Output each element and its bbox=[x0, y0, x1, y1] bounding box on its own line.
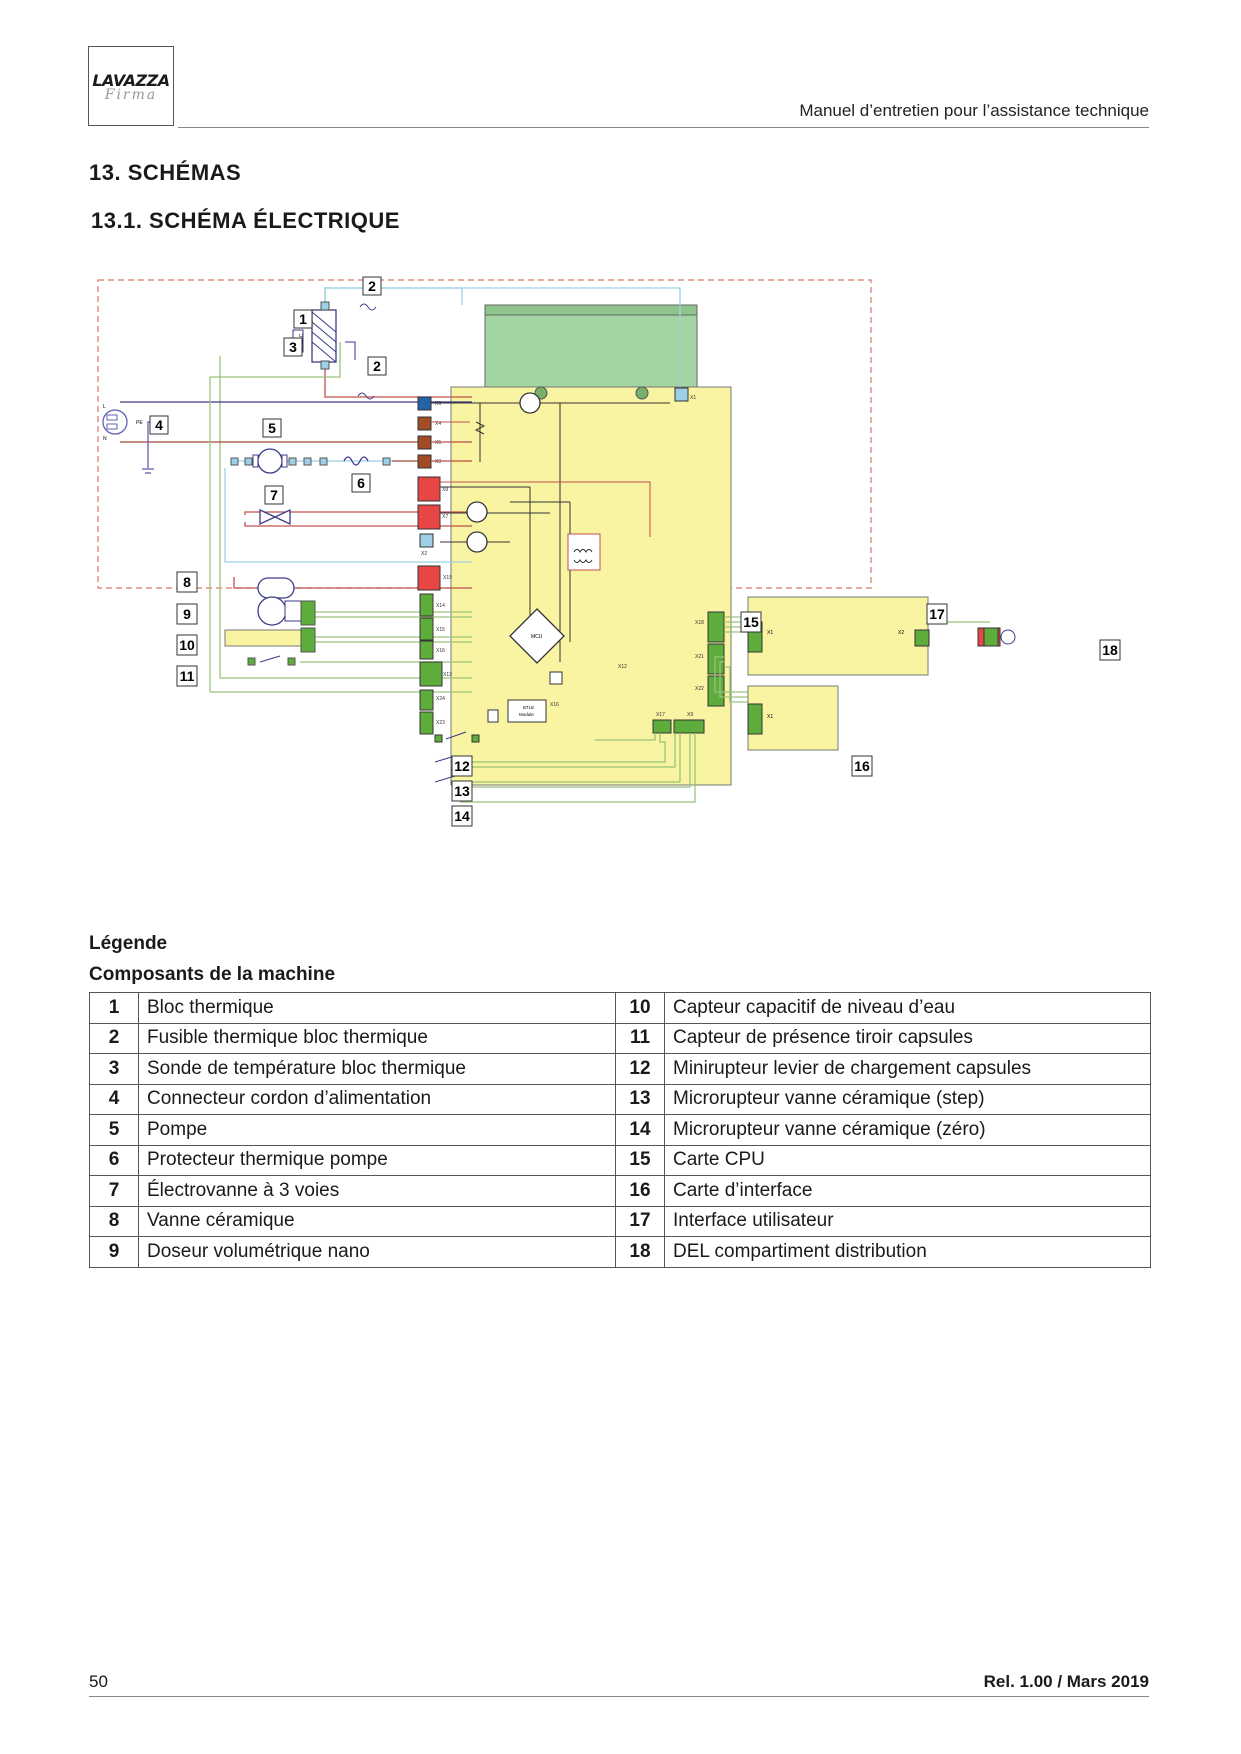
callout-6: 6 bbox=[357, 475, 365, 491]
header-divider bbox=[178, 127, 1149, 128]
svg-text:X21: X21 bbox=[695, 654, 704, 660]
legend-table: 1 Bloc thermique 10 Capteur capacitif de… bbox=[89, 992, 1151, 1268]
svg-text:X1: X1 bbox=[767, 714, 773, 720]
logo-brand: LAVAZZA bbox=[92, 71, 170, 90]
power-supply-block bbox=[484, 304, 698, 388]
svg-text:X7: X7 bbox=[442, 514, 448, 520]
table-row: 8 Vanne céramique 17 Interface utilisate… bbox=[89, 1205, 1151, 1237]
svg-text:X4: X4 bbox=[435, 421, 441, 427]
svg-text:X18: X18 bbox=[695, 620, 704, 626]
label-l: L bbox=[103, 404, 106, 410]
svg-text:X14: X14 bbox=[436, 603, 445, 609]
svg-text:X19: X19 bbox=[443, 575, 452, 581]
svg-text:X1: X1 bbox=[767, 630, 773, 636]
triac-symbol bbox=[466, 531, 488, 553]
table-row: 2 Fusible thermique bloc thermique 11 Ca… bbox=[89, 1022, 1151, 1054]
callout-2a: 2 bbox=[368, 278, 376, 294]
section-subtitle: 13.1. SCHÉMA ÉLECTRIQUE bbox=[91, 208, 400, 233]
flowmeter-symbol bbox=[257, 596, 287, 626]
svg-text:X16: X16 bbox=[436, 648, 445, 654]
callout-18: 18 bbox=[1102, 642, 1118, 658]
electrical-diagram: L N PE NTC bbox=[97, 276, 1121, 827]
callout-8: 8 bbox=[183, 574, 191, 590]
callout-17: 17 bbox=[929, 606, 945, 622]
section-title: 13. SCHÉMAS bbox=[89, 160, 242, 185]
svg-text:X12: X12 bbox=[618, 664, 627, 670]
callout-15: 15 bbox=[743, 614, 759, 630]
table-row: 6 Protecteur thermique pompe 15 Carte CP… bbox=[89, 1144, 1151, 1176]
user-interface-board bbox=[747, 596, 929, 676]
thermal-fuse-top-symbol bbox=[359, 303, 377, 311]
table-row: 4 Connecteur cordon d’alimentation 13 Mi… bbox=[89, 1083, 1151, 1115]
release-info: Rel. 1.00 / Mars 2019 bbox=[983, 1672, 1149, 1691]
callout-1: 1 bbox=[299, 311, 307, 327]
mcu-chip bbox=[509, 608, 565, 664]
mcu-label: MCU bbox=[531, 634, 543, 640]
callout-3: 3 bbox=[289, 339, 297, 355]
callout-11: 11 bbox=[180, 668, 195, 684]
power-connector-symbol bbox=[102, 409, 128, 435]
svg-text:X9: X9 bbox=[687, 712, 693, 718]
callout-7: 7 bbox=[270, 487, 278, 503]
svg-text:X6: X6 bbox=[435, 401, 441, 407]
legend-title: Légende bbox=[89, 933, 168, 954]
label-n: N bbox=[103, 436, 107, 442]
legend-subtitle: Composants de la machine bbox=[89, 964, 336, 985]
svg-text:X3: X3 bbox=[435, 459, 441, 465]
solenoid-valve-symbol bbox=[259, 508, 291, 526]
svg-text:X16: X16 bbox=[550, 702, 559, 708]
svg-text:X22: X22 bbox=[695, 686, 704, 692]
table-row: 1 Bloc thermique 10 Capteur capacitif de… bbox=[89, 992, 1151, 1024]
svg-text:X5: X5 bbox=[435, 440, 441, 446]
table-row: 5 Pompe 14 Microrupteur vanne céramique … bbox=[89, 1114, 1151, 1146]
table-row: 3 Sonde de température bloc thermique 12… bbox=[89, 1053, 1151, 1085]
svg-text:X8: X8 bbox=[442, 487, 448, 493]
level-sensor-symbol bbox=[224, 629, 306, 647]
drawer-switch-symbol bbox=[259, 655, 281, 663]
thermal-fuse-bottom-symbol bbox=[357, 392, 375, 400]
svg-text:X17: X17 bbox=[656, 712, 665, 718]
heating-block-symbol bbox=[311, 309, 337, 363]
callout-10: 10 bbox=[179, 637, 195, 653]
transformer-symbol bbox=[567, 533, 601, 571]
callout-5: 5 bbox=[268, 420, 276, 436]
manual-title: Manuel d’entretien pour l’assistance tec… bbox=[799, 101, 1149, 120]
logo-subbrand: Firma bbox=[104, 87, 158, 103]
svg-text:X2: X2 bbox=[898, 630, 904, 636]
table-row: 7 Électrovanne à 3 voies 16 Carte d’inte… bbox=[89, 1175, 1151, 1207]
page-number: 50 bbox=[89, 1672, 108, 1691]
label-pe: PE bbox=[136, 420, 143, 426]
svg-text:X2: X2 bbox=[421, 551, 427, 557]
ceramic-valve-symbol bbox=[257, 577, 295, 599]
callout-16: 16 bbox=[854, 758, 870, 774]
svg-text:X24: X24 bbox=[436, 696, 445, 702]
triac-symbol bbox=[466, 501, 488, 523]
callout-4: 4 bbox=[155, 417, 163, 433]
callout-12: 12 bbox=[454, 758, 470, 774]
triac-symbol bbox=[519, 392, 541, 414]
lavazza-logo: LAVAZZA Firma bbox=[88, 46, 174, 126]
callout-13: 13 bbox=[454, 783, 470, 799]
svg-text:X1: X1 bbox=[690, 395, 696, 401]
table-row: 9 Doseur volumétrique nano 18 DEL compar… bbox=[89, 1236, 1151, 1268]
svg-text:X23: X23 bbox=[436, 720, 445, 726]
svg-text:X15: X15 bbox=[436, 627, 445, 633]
svg-text:Module: Module bbox=[519, 712, 534, 717]
callout-2b: 2 bbox=[373, 358, 381, 374]
pump-symbol bbox=[257, 448, 283, 474]
btle-module bbox=[507, 699, 547, 723]
svg-text:X13: X13 bbox=[443, 672, 452, 678]
footer-divider bbox=[89, 1696, 1149, 1697]
callout-14: 14 bbox=[454, 808, 470, 824]
callout-9: 9 bbox=[183, 606, 191, 622]
svg-text:BTLE: BTLE bbox=[523, 705, 534, 710]
